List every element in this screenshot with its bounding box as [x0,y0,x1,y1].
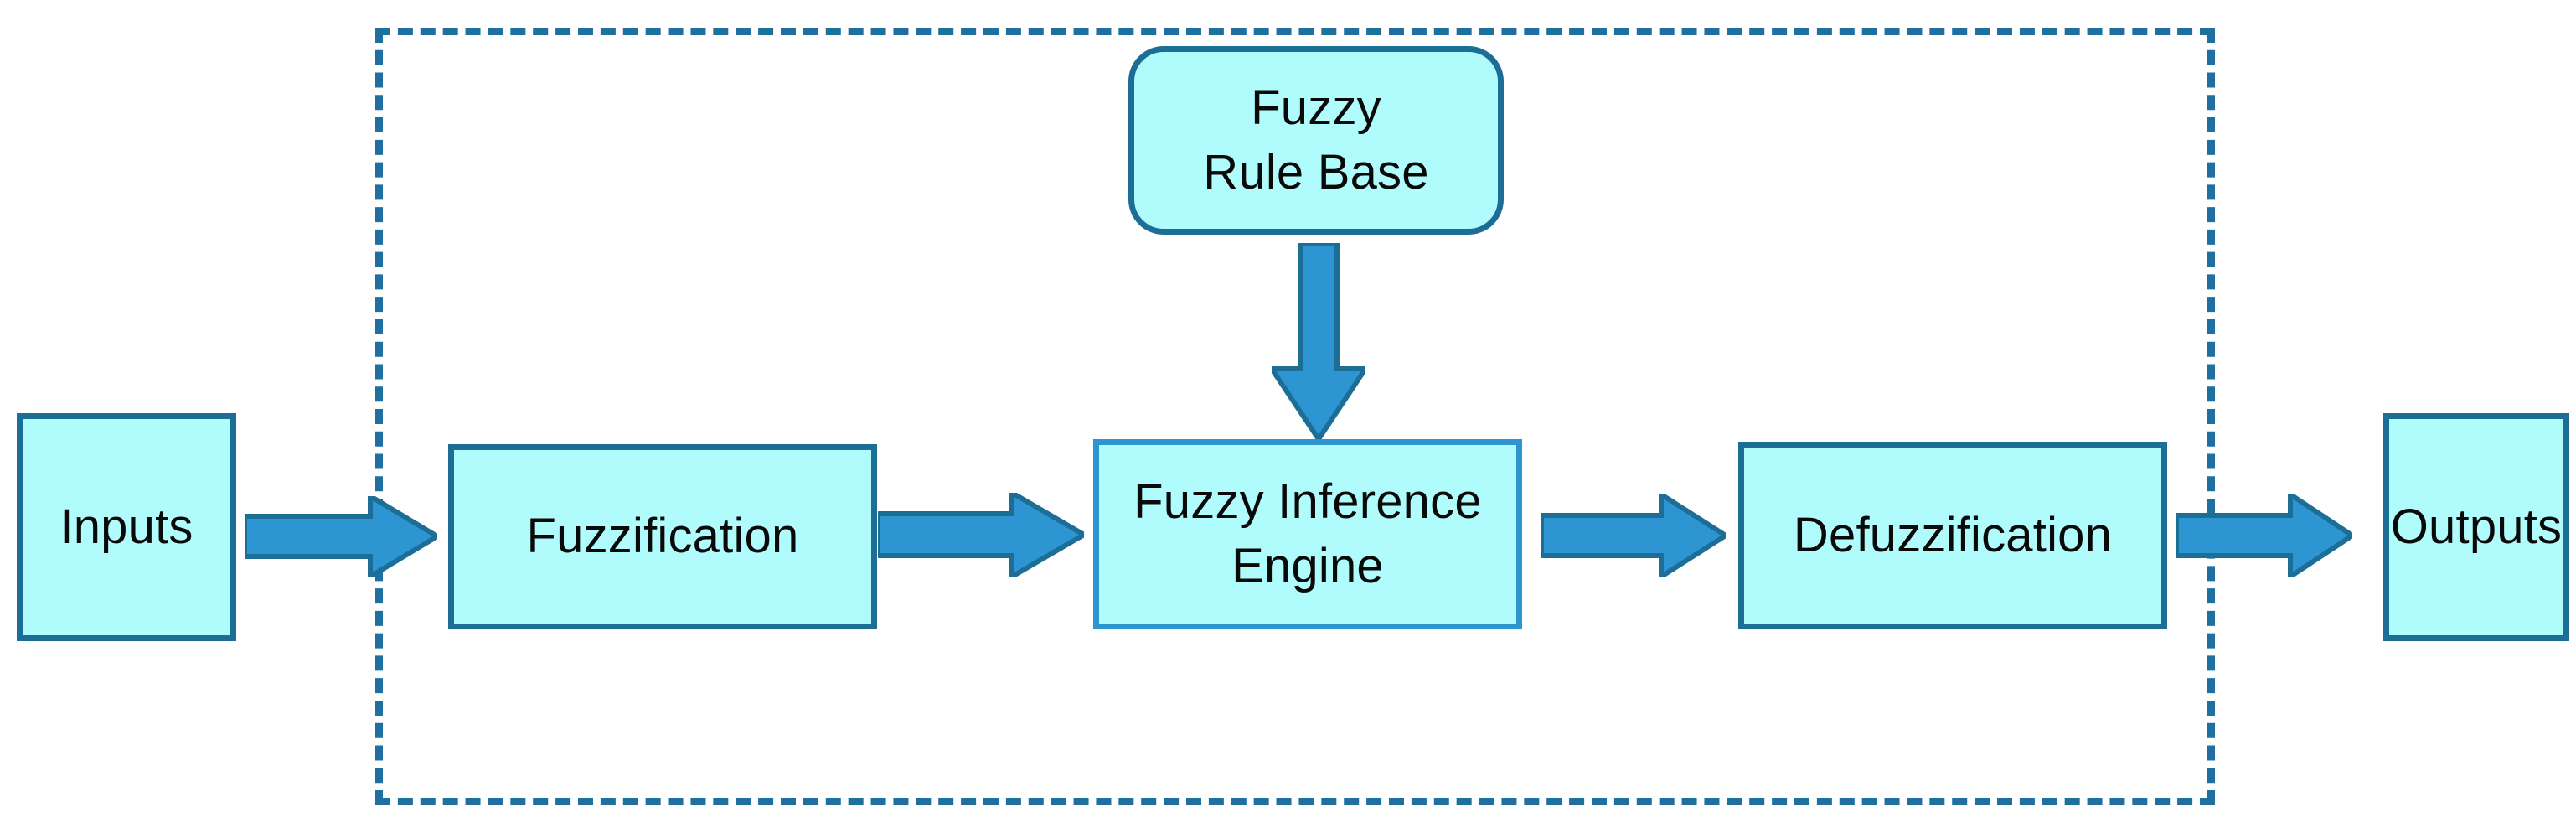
arrow-engine-to-defuzzification [1541,494,1726,577]
node-inputs-label: Inputs [59,499,194,554]
node-defuzzification[interactable]: Defuzzification [1738,442,2167,629]
node-fuzzy-inference-engine-label: Fuzzy Inference Engine [1133,474,1482,593]
node-fuzzy-rule-base-label: Fuzzy Rule Base [1203,80,1429,199]
arrow-rulebase-to-engine [1272,243,1365,439]
arrow-fuzzification-to-engine [878,493,1084,577]
arrow-defuzzification-to-outputs [2176,494,2352,577]
node-outputs[interactable]: Outputs [2383,413,2569,641]
node-outputs-label: Outputs [2390,499,2563,554]
node-fuzzification[interactable]: Fuzzification [448,444,877,629]
arrow-inputs-to-fuzzification [245,496,437,577]
node-fuzzification-label: Fuzzification [526,509,799,564]
node-inputs[interactable]: Inputs [17,413,236,641]
node-fuzzy-inference-engine[interactable]: Fuzzy Inference Engine [1093,439,1522,629]
node-defuzzification-label: Defuzzification [1793,508,2113,563]
node-fuzzy-rule-base[interactable]: Fuzzy Rule Base [1128,46,1504,235]
fuzzy-system-boundary [375,28,2215,805]
